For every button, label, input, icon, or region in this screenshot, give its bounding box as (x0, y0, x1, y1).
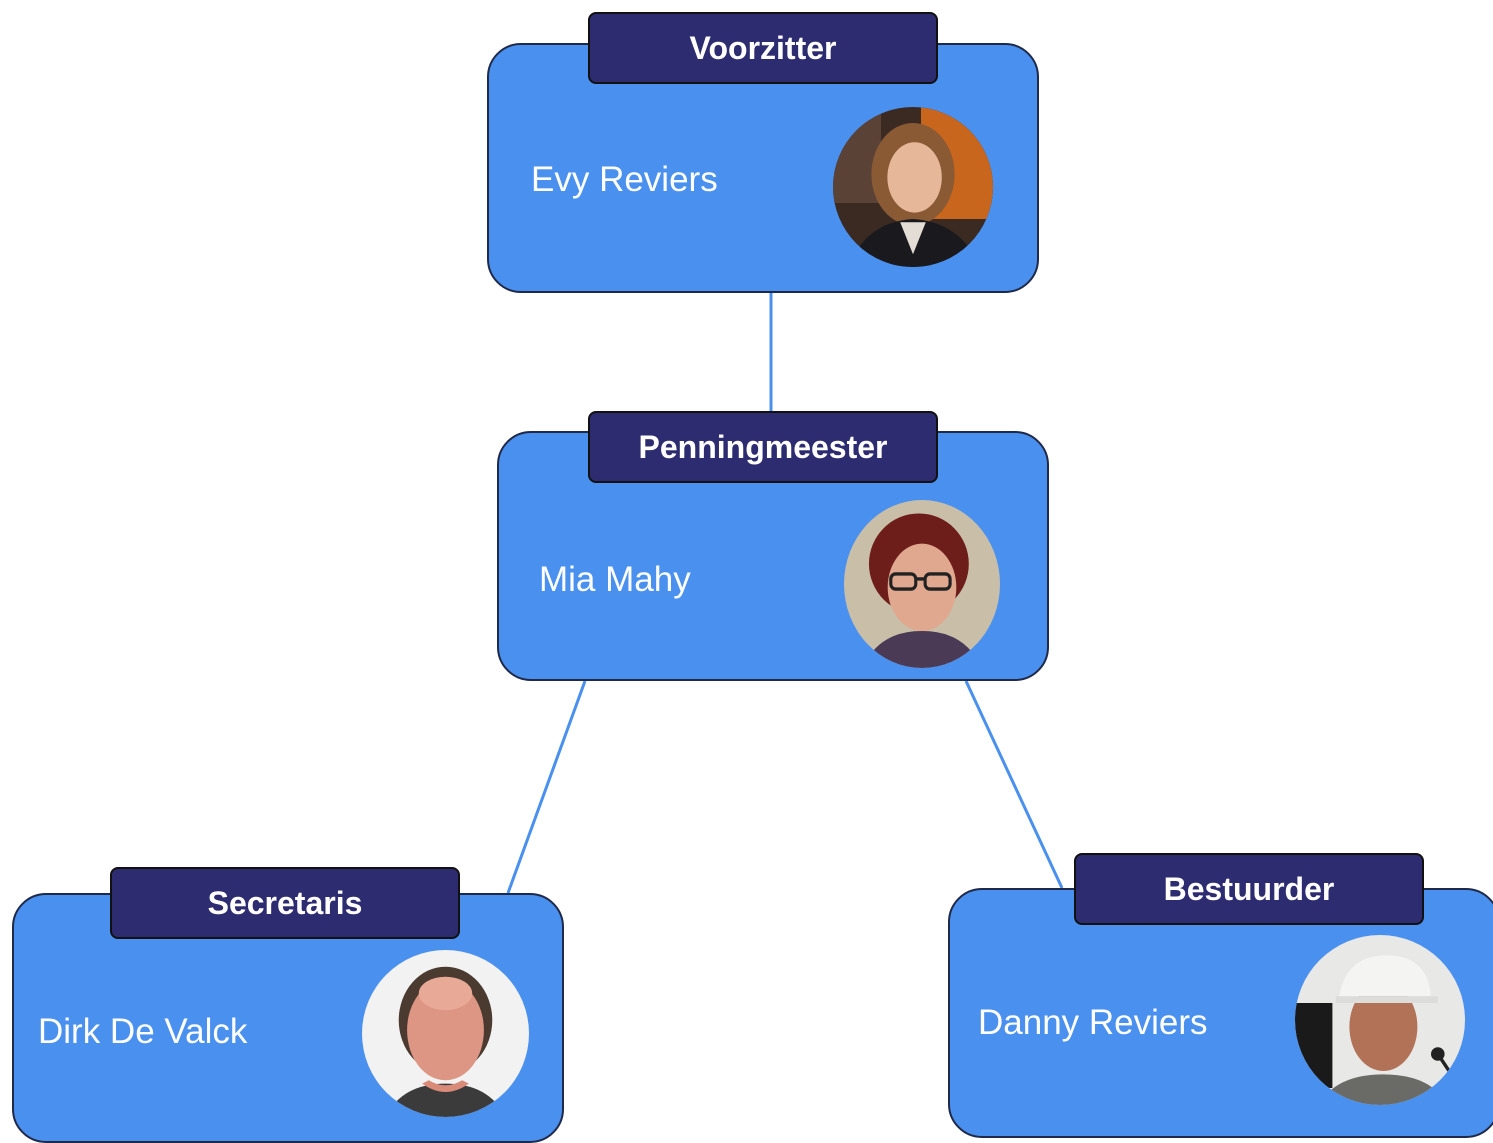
node-penningmeester-name: Mia Mahy (539, 560, 691, 599)
node-bestuurder-title: Bestuurder (1074, 853, 1424, 925)
node-secretaris-title: Secretaris (110, 867, 460, 939)
person-photo-icon (1295, 935, 1465, 1105)
node-penningmeester-title: Penningmeester (588, 411, 938, 483)
node-voorzitter-title: Voorzitter (588, 12, 938, 84)
person-photo-icon (844, 500, 1000, 668)
avatar-secretaris (362, 950, 529, 1117)
node-secretaris-name: Dirk De Valck (38, 1012, 248, 1051)
node-bestuurder-name: Danny Reviers (978, 1003, 1208, 1042)
edge-penningmeester-bestuurder (964, 680, 1064, 889)
edge-penningmeester-secretaris (506, 680, 587, 894)
avatar-bestuurder (1295, 935, 1465, 1105)
person-photo-icon (362, 950, 529, 1117)
avatar-voorzitter (833, 107, 993, 267)
person-photo-icon (833, 107, 993, 267)
node-voorzitter-name: Evy Reviers (531, 160, 718, 199)
avatar-penningmeester (844, 500, 1000, 668)
